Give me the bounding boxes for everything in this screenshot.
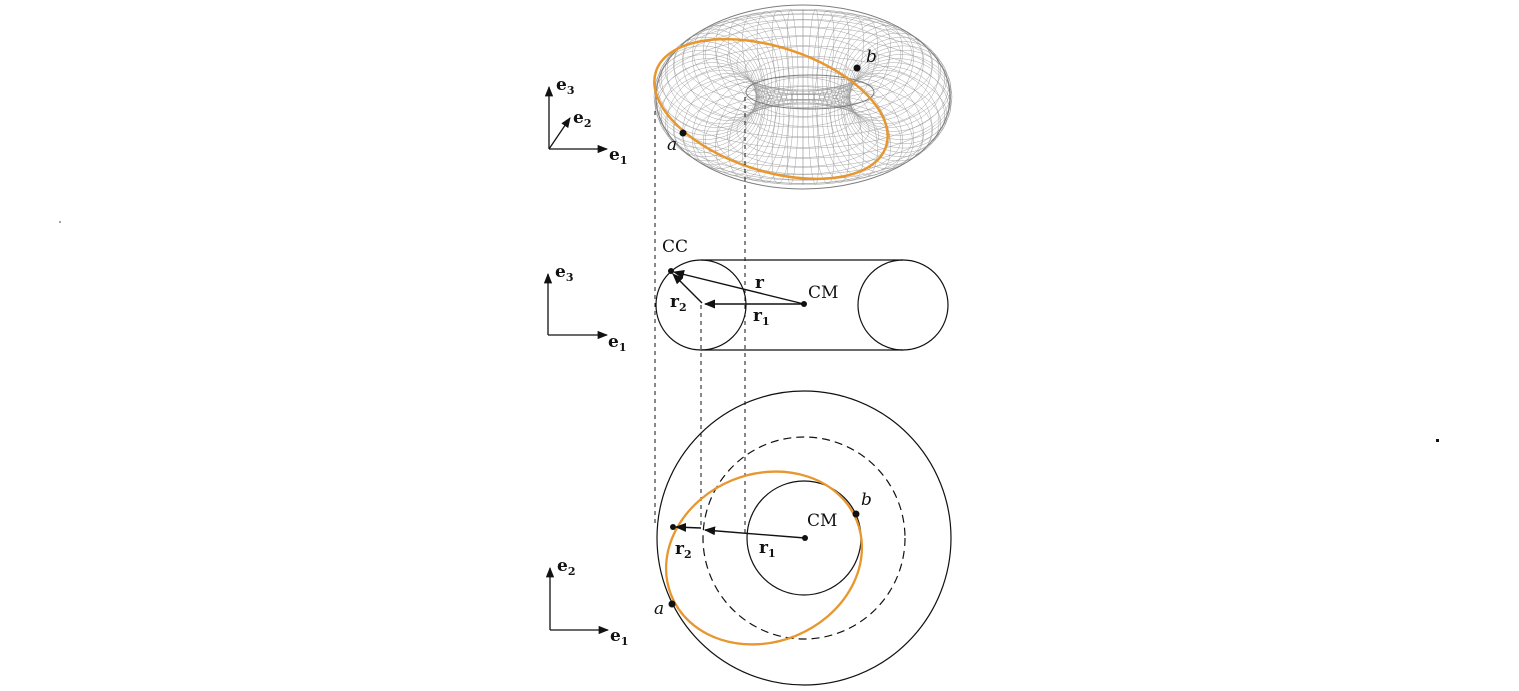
axis-e2-arrow [548, 117, 571, 150]
vector-r1-top [703, 526, 806, 539]
torus-mesh-line [693, 10, 913, 101]
label-cc: CC [662, 237, 688, 257]
vector-r [672, 270, 805, 305]
label-a-top: a [654, 599, 664, 619]
torus-mesh-line [754, 86, 852, 127]
label-cm-side: CM [808, 283, 838, 303]
stray-dot [59, 221, 61, 223]
label-r1-top: r1 [759, 538, 776, 560]
torus-mesh-line [849, 54, 953, 140]
axes-side: e3 e1 [543, 262, 626, 354]
point-tip-top [670, 524, 676, 530]
torus-mesh-line [736, 36, 870, 92]
point-a-3d [679, 129, 687, 137]
point-a-top [668, 600, 676, 608]
torus-mesh-line [843, 32, 933, 121]
torus-mesh-line [653, 35, 953, 159]
label-r2-top: r2 [675, 539, 692, 561]
vector-r2-top [674, 522, 702, 532]
torus-mesh-line [726, 103, 880, 167]
torus-mesh-line [755, 77, 851, 117]
label-a-3d: a [667, 135, 677, 155]
vector-r2-side [672, 273, 703, 304]
torus-mesh-line [664, 66, 942, 181]
torus-mesh-line [655, 45, 951, 168]
torus-mesh-line [704, 13, 902, 96]
torus-mesh-line [664, 13, 942, 128]
torus-mesh-line [673, 76, 933, 184]
cross-section-right [857, 259, 949, 351]
axis-e2-label: e2 [573, 108, 591, 130]
axis-e3-label: e3 [556, 75, 574, 97]
torus-mesh-line [736, 102, 870, 158]
point-b-3d [853, 64, 861, 72]
center-circle-dashed [702, 436, 906, 640]
label-b-3d: b [866, 47, 877, 67]
axes-top: e2 e1 [545, 556, 628, 648]
point-cc [668, 268, 674, 274]
label-b-top: b [861, 490, 872, 510]
stray-dot [1436, 439, 1439, 442]
torus-mesh-line [673, 32, 763, 121]
axis-e1-label: e1 [609, 145, 627, 167]
torus-mesh-line [716, 102, 890, 175]
outer-circle [656, 390, 952, 686]
torus-mesh-line [744, 46, 862, 95]
torus-mesh-line [673, 10, 933, 118]
side-view: CC CM r r1 r2 [655, 237, 949, 351]
projection-lines [654, 97, 746, 537]
orbit-curve-3d [653, 37, 889, 181]
top-view: a b CM r1 r2 [654, 390, 952, 686]
torus-outer-edge [655, 4, 951, 190]
label-r: r [755, 273, 765, 293]
axis-e1-label: e1 [610, 626, 628, 648]
label-cm-top: CM [807, 511, 837, 531]
axes-triad-3d: e3 e2 e1 [544, 75, 627, 167]
torus-mesh [653, 9, 953, 185]
torus-mesh-line [653, 54, 757, 140]
orbit-curve-top [664, 470, 864, 646]
axis-e1-label: e1 [608, 332, 626, 354]
label-r2-side: r2 [670, 292, 687, 314]
torus-hole-edge [745, 74, 875, 110]
torus-3d-view: a b [653, 4, 953, 190]
point-b-top [852, 510, 860, 518]
axis-e3-label: e3 [555, 262, 573, 284]
label-r1-side: r1 [753, 306, 770, 328]
axis-e2-label: e2 [557, 556, 575, 578]
torus-mesh-line [750, 93, 856, 138]
